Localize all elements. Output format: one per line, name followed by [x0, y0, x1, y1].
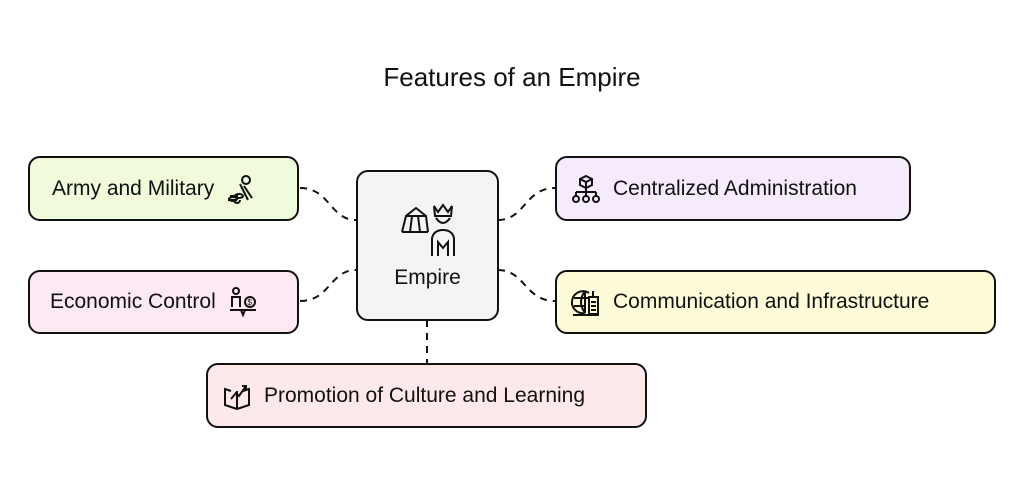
soldier-icon [228, 174, 254, 204]
center-node-empire: Empire [356, 170, 499, 321]
center-label: Empire [394, 265, 461, 289]
person-scale-money-icon: $ [229, 287, 256, 317]
node-economic-control: Economic Control $ [28, 270, 299, 334]
diagram-title: Features of an Empire [383, 62, 641, 92]
svg-text:$: $ [247, 298, 252, 307]
node-army-and-military: Army and Military [28, 156, 299, 221]
book-growth-icon [224, 384, 250, 410]
node-label: Promotion of Culture and Learning [264, 383, 586, 407]
node-label: Army and Military [52, 176, 215, 200]
connector-economic [299, 269, 357, 302]
node-label: Centralized Administration [613, 176, 857, 200]
connector-communication [497, 269, 556, 302]
node-centralized-administration: Centralized Administration [555, 156, 911, 221]
node-label: Communication and Infrastructure [613, 290, 930, 313]
connector-admin [497, 187, 556, 221]
connector-army [299, 187, 357, 221]
node-label: Economic Control [50, 290, 216, 313]
node-communication-and-infrastructure: Communication and Infrastructure [555, 270, 996, 334]
node-promotion-of-culture-and-learning: Promotion of Culture and Learning [206, 363, 647, 428]
hierarchy-icon [572, 174, 600, 203]
globe-building-icon [571, 290, 599, 316]
tent-king-icon [400, 202, 455, 256]
